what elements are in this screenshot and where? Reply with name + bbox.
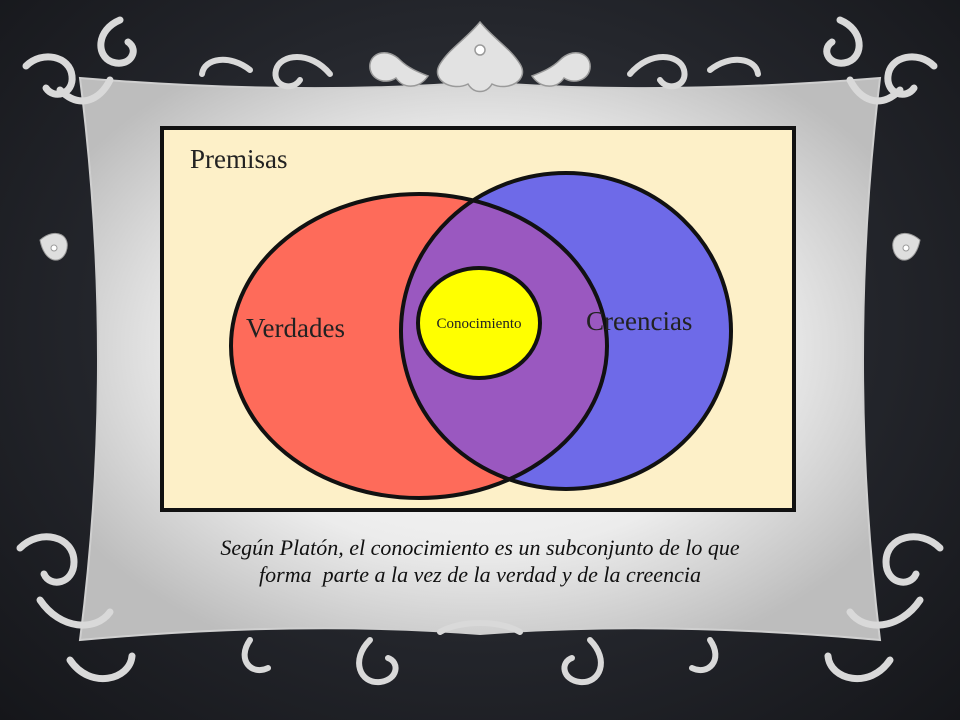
venn-diagram-panel: Premisas Verdades Creencias Conocimiento [160, 126, 796, 512]
ornament-bottom [241, 620, 719, 686]
ornament-corner-bottom-right [824, 533, 944, 683]
verdades-label: Verdades [246, 313, 345, 343]
ornament-corner-top-right [823, 16, 938, 105]
ornament-top-scrolls [199, 54, 761, 90]
caption-line-1: Según Platón, el conocimiento es un subc… [220, 535, 740, 560]
ornament-top-center [369, 20, 591, 93]
conocimiento-label: Conocimiento [437, 316, 522, 332]
conocimiento-circle [416, 266, 542, 380]
creencias-label: Creencias [586, 306, 692, 336]
caption-line-2: forma parte a la vez de la verdad y de l… [259, 562, 701, 587]
premisas-label: Premisas [190, 144, 288, 174]
ornament-corner-bottom-left [16, 533, 136, 683]
intersection-region [401, 194, 607, 489]
ornament-corner-top-left [22, 16, 137, 105]
venn-diagram: Premisas Verdades Creencias Conocimiento [190, 144, 733, 500]
caption: Según Platón, el conocimiento es un subc… [100, 534, 860, 588]
set-verdades-outline [229, 192, 609, 500]
set-creencias-outline [399, 171, 733, 491]
ornament-side-right [892, 232, 921, 261]
ornament-side-left [39, 232, 68, 261]
